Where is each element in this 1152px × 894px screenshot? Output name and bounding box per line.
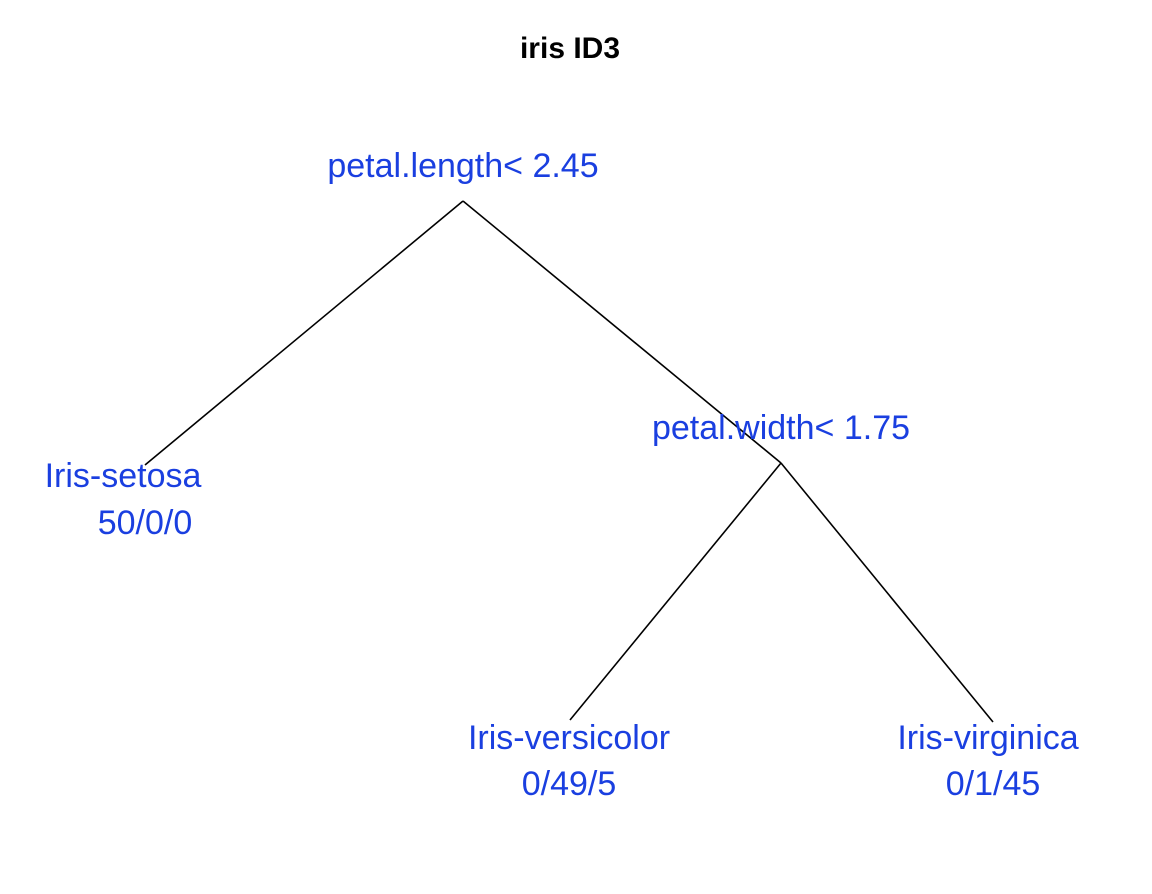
plot-title: iris ID3 [520,32,620,65]
edge-node2-versicolor [569,462,782,721]
edge-node2-virginica [780,462,994,723]
root-split-label: petal.length< 2.45 [327,147,598,185]
leaf-setosa-counts: 50/0/0 [98,504,193,542]
leaf-versicolor-class: Iris-versicolor [468,719,670,757]
node2-split-label: petal.width< 1.75 [652,409,910,447]
leaf-virginica-counts: 0/1/45 [946,765,1041,803]
leaf-virginica-class: Iris-virginica [897,719,1078,757]
edge-root-setosa [144,200,464,466]
leaf-versicolor-counts: 0/49/5 [522,765,617,803]
leaf-setosa-class: Iris-setosa [45,457,202,495]
edge-root-node2 [462,200,782,464]
